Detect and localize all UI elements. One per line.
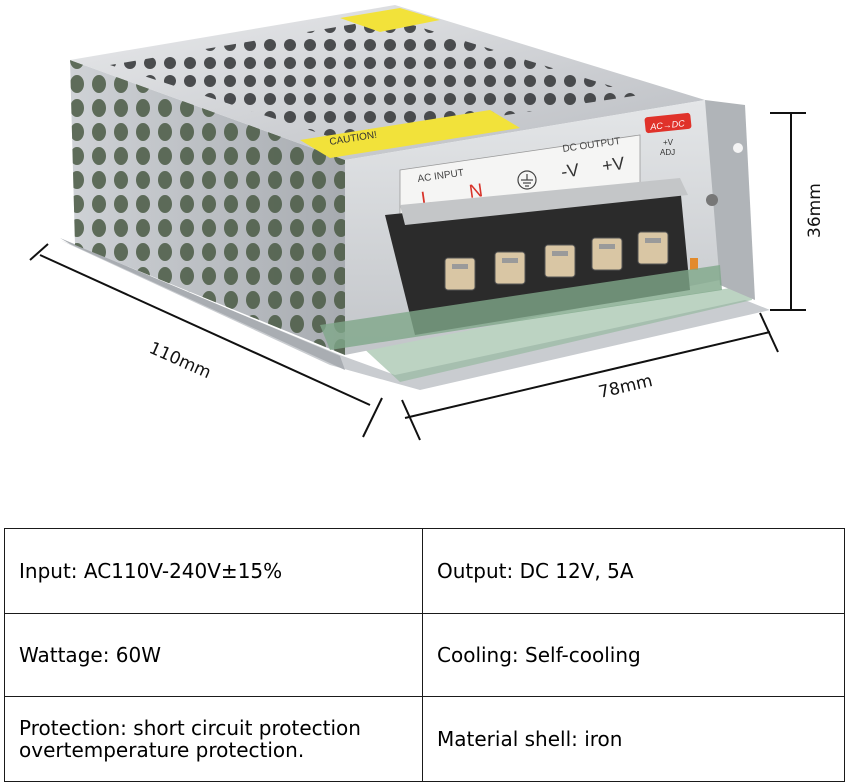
power-supply-illustration: CAUTION! AC INPUT L N DC OUTPUT -V +V AC… (29, 5, 825, 441)
ground-screw (706, 194, 718, 206)
table-row: Input: AC110V-240V±15% Output: DC 12V, 5… (4, 528, 845, 614)
perforated-top-panel (70, 5, 705, 160)
specifications-table: Input: AC110V-240V±15% Output: DC 12V, 5… (4, 528, 845, 782)
table-row: Wattage: 60W Cooling: Self-cooling (4, 613, 845, 697)
dimension-height: 36mm (770, 112, 825, 311)
dimension-width: 78mm (401, 312, 779, 441)
table-row: Protection: short circuit protection ove… (4, 696, 845, 782)
spec-material: Material shell: iron (422, 696, 845, 782)
width-label: 78mm (597, 371, 655, 403)
perforated-side-panel (70, 60, 345, 355)
spec-protection: Protection: short circuit protection ove… (4, 696, 423, 782)
base-plate (60, 238, 770, 390)
ac-dc-badge: AC→DC +V ADJ (644, 112, 692, 157)
caution-sticker: CAUTION! (300, 8, 520, 158)
spec-protection-line1: Protection: short circuit protection (19, 716, 361, 740)
mounting-hole (733, 143, 743, 153)
pcb-edge (320, 265, 722, 350)
length-label: 110mm (146, 338, 214, 383)
adj-label: ADJ (660, 148, 675, 157)
ac-dc-text: AC→DC (649, 118, 686, 132)
spec-wattage: Wattage: 60W (4, 613, 423, 697)
ground-icon (517, 170, 537, 190)
height-label: 36mm (805, 183, 825, 238)
terminal-pos-label: +V (601, 153, 626, 176)
adj-plus-label: +V (663, 138, 674, 147)
adjust-potentiometer (690, 258, 698, 270)
spec-output: Output: DC 12V, 5A (422, 528, 845, 614)
spec-input: Input: AC110V-240V±15% (4, 528, 423, 614)
terminal-neg-label: -V (560, 160, 581, 182)
spec-cooling: Cooling: Self-cooling (422, 613, 845, 697)
spec-protection-line2: overtemperature protection. (19, 738, 305, 762)
